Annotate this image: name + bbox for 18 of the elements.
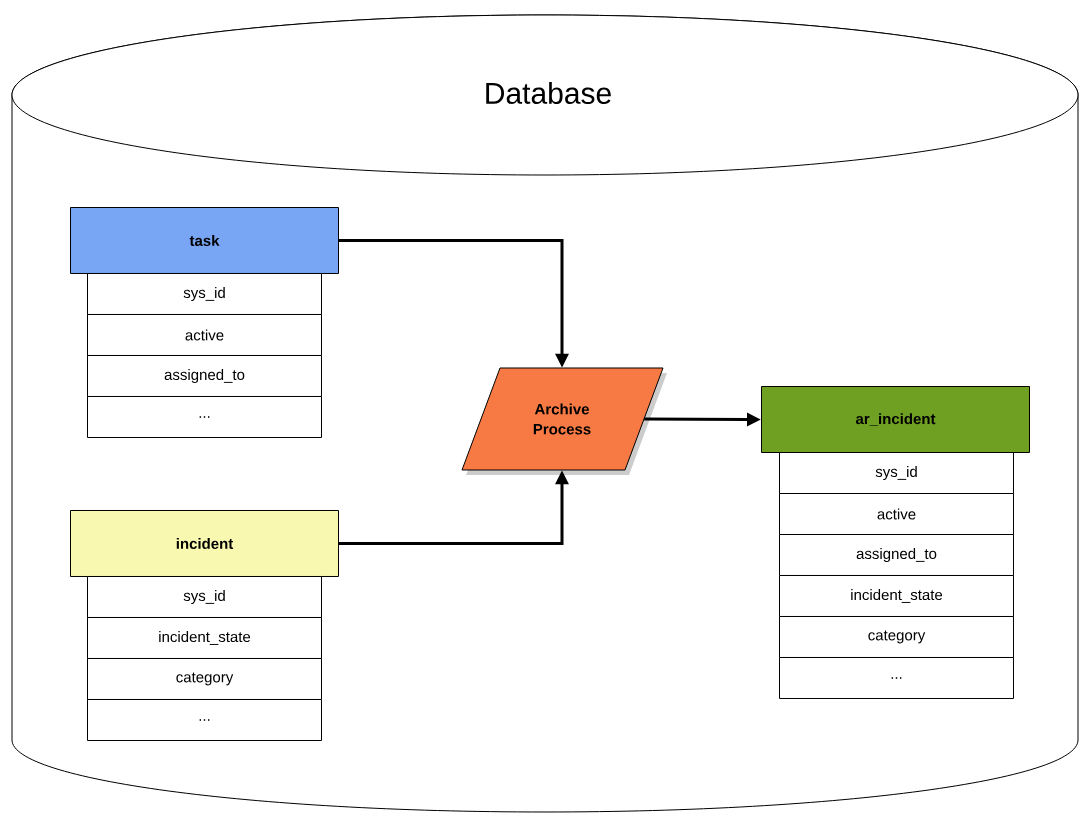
table-row: category [779,616,1014,658]
table-row: ... [87,699,322,741]
table-row: ... [87,396,322,438]
table-header: ar_incident [761,386,1030,453]
table-row: sys_id [87,576,322,618]
table-row: incident_state [87,617,322,659]
table-row: assigned_to [87,355,322,397]
table-row: sys_id [779,452,1014,494]
table-row: ... [779,657,1014,699]
table-header: incident [70,510,339,577]
table-row: sys_id [87,273,322,315]
table-header: task [70,207,339,274]
process-parallelogram: Archive Process [461,367,667,475]
table-row: active [87,314,322,356]
table-row: category [87,658,322,700]
table-row: incident_state [779,575,1014,617]
table-row: active [779,493,1014,535]
table-row: assigned_to [779,534,1014,576]
